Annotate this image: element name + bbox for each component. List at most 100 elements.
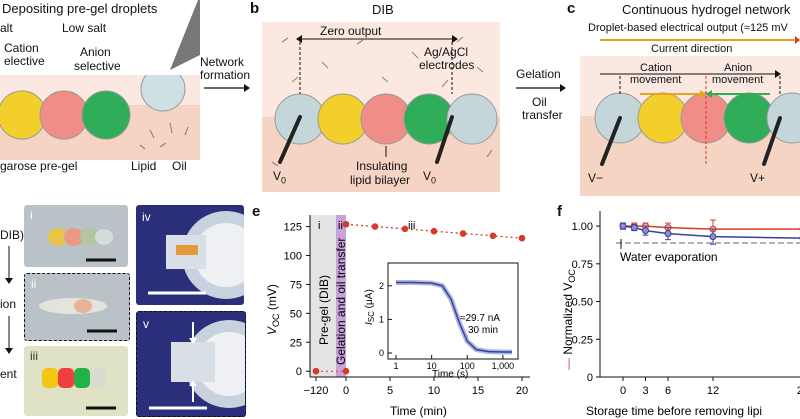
zero-output-label: Zero output [320, 24, 382, 38]
electrode-right [435, 115, 454, 164]
inset-line [396, 281, 512, 353]
region-i-label: i [318, 220, 320, 232]
down-arrow-icon [5, 316, 13, 354]
droplet-bluegrey-right [446, 93, 498, 145]
panel-c-diagram [580, 36, 800, 196]
current-direction-label: Current direction [651, 43, 733, 55]
f-point [664, 230, 672, 238]
droplet-green [81, 90, 131, 140]
f-y-tick-label: 0.25 [572, 334, 593, 346]
salt-label: alt [0, 21, 13, 35]
electrode-right [762, 116, 782, 166]
gelation-label: Gelation and oil transfer [334, 238, 348, 365]
inset-x-tick-label: 10 [427, 361, 437, 371]
insulating-label: Insulating [356, 159, 408, 173]
side-label-2: ion [0, 297, 17, 311]
agarose-label: garose pre-gel [0, 159, 78, 173]
down-arrow-icon [5, 246, 13, 284]
inset-annotation-2: 30 min [468, 325, 498, 336]
cation-movement-label: Cation [640, 62, 672, 74]
droplet-yellow [0, 90, 47, 140]
e-x-tick-label: 10 [428, 385, 440, 397]
formation-label: formation [200, 68, 251, 82]
f-point [642, 227, 649, 235]
water-evaporation-label: Water evaporation [620, 250, 718, 264]
inset-annotation-1: ≈29.7 nA [460, 313, 500, 324]
e-xlabel: Time (min) [390, 404, 447, 418]
e-point [518, 234, 526, 242]
inset-x-tick-label: 1,000 [492, 361, 515, 371]
vplus-label: V+ [750, 171, 766, 185]
inset-x-tick-label: 1 [393, 361, 398, 371]
vminus-label: V− [588, 171, 604, 185]
photo-i: i [24, 205, 128, 267]
network-label: Network [200, 55, 245, 69]
photo-iii: iii [24, 346, 128, 416]
inset-x-tick-label: 100 [460, 361, 475, 371]
panel-a-diagram [0, 75, 200, 160]
v0-left-label: V0 [273, 169, 287, 186]
e-x-tick-label: 20 [516, 385, 528, 397]
electrodes-label: Ag/AgCl [424, 45, 469, 59]
e-point [459, 230, 467, 237]
droplet-pipette [140, 75, 186, 112]
e-x-tick-label: 15 [472, 385, 484, 397]
lipid-label: Lipid [131, 159, 157, 173]
side-label-3: ent [0, 367, 17, 381]
f-point [619, 222, 627, 230]
panel-c-title: Continuous hydrogel network [622, 2, 791, 17]
inset-y-tick-label: 1 [379, 314, 384, 324]
f-x-tick-label: 12 [707, 385, 719, 397]
f-point [630, 224, 638, 232]
f-x-tick-label: 3 [642, 385, 648, 397]
chart-f: 00.250.500.751.00 0361224 Water evaporat… [561, 211, 800, 418]
low-salt-label: Low salt [62, 21, 107, 35]
arrow-b-to-c-icon [516, 84, 566, 92]
output-label: Droplet-based electrical output (≈125 mV [588, 22, 788, 34]
region-ii-label: ii [338, 220, 343, 232]
e-points [312, 220, 526, 375]
f-xlabel: Storage time before removing lipi [586, 404, 762, 418]
f-y-tick-label: 0.50 [572, 297, 593, 309]
inset-y-ticks: 012 [379, 281, 392, 358]
pipette-tip [170, 0, 200, 70]
f-y-tick-label: 0.75 [572, 259, 593, 271]
e-point [342, 220, 350, 228]
e-x-tick-label: 0 [343, 385, 349, 397]
f-x-tick-label: 24 [797, 385, 800, 397]
insulating-label-2: lipid bilayer [350, 173, 411, 187]
f-y-ticks: 0 0.25 0.50 0.75 1.00 [572, 221, 600, 384]
f-y-tick-label: 0 [587, 372, 593, 384]
panel-b-title: DIB [372, 2, 394, 17]
f-x-ticks: 0361224 [620, 377, 800, 397]
region-i-band [310, 215, 336, 377]
anion-movement-label-2: movement [712, 74, 764, 86]
photo-v: v [136, 311, 246, 417]
oil-label: Oil [172, 159, 187, 173]
e-point [342, 367, 350, 375]
f-y-tick-label: 1.00 [572, 221, 593, 233]
region-ii-band [336, 215, 346, 377]
panel-b-diagram [262, 22, 500, 192]
e-ylabel: VOC (mV) [265, 284, 281, 335]
electrode-left [600, 116, 622, 166]
photo-iv: iv [136, 205, 244, 305]
anion-movement-label: Anion [724, 62, 753, 74]
v0-right-label: V0 [423, 169, 437, 186]
e-y-tick-label: 0 [296, 366, 302, 378]
region-iii-label: iii [408, 220, 415, 232]
photo-ii: ii [24, 273, 130, 341]
oil-transfer-label: Oil [532, 95, 547, 109]
inset-y-tick-label: 2 [379, 281, 384, 291]
e-point [489, 232, 497, 240]
f-ylabel: — Normalized VOC [561, 269, 577, 370]
e-y-tick-label: 75 [290, 279, 302, 291]
electrode-left [278, 115, 302, 164]
f-series [619, 219, 800, 249]
cation-movement-label-2: movement [630, 74, 682, 86]
anion-label: Anion [80, 45, 111, 59]
pregel-label: Pre-gel (DIB) [317, 275, 331, 345]
e-point [430, 227, 438, 235]
